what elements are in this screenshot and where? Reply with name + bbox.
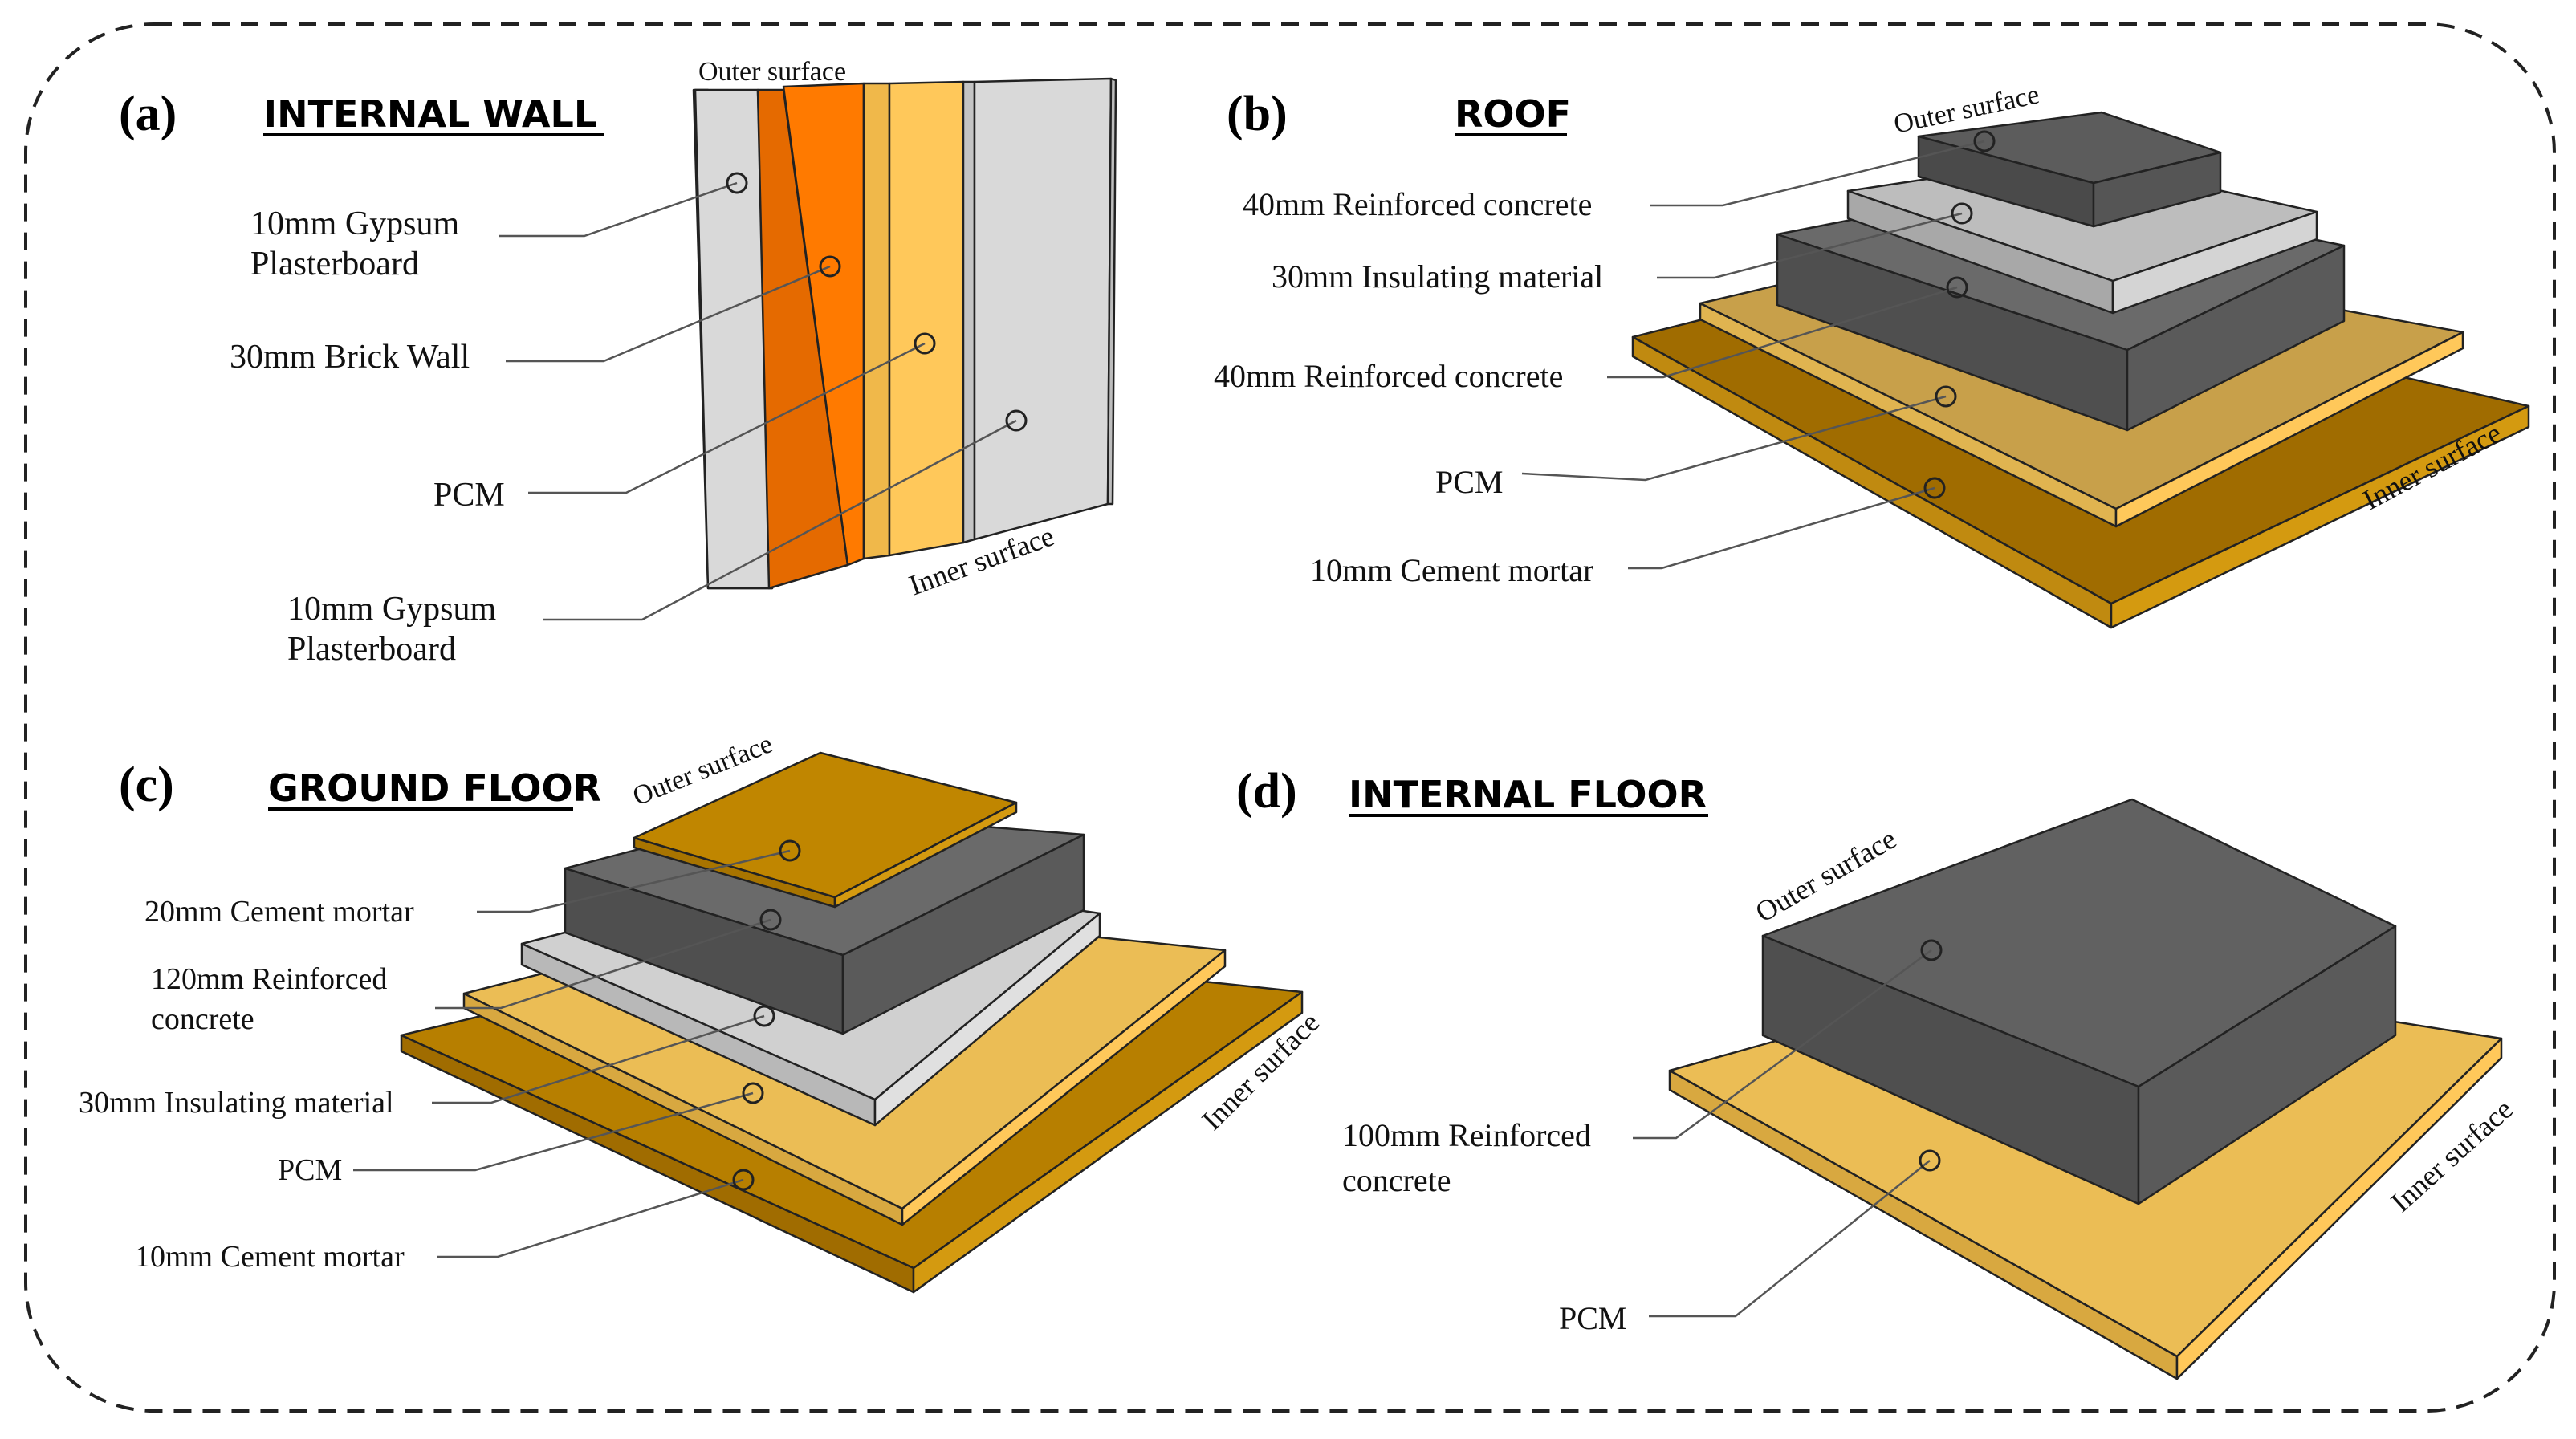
label-c-4: 30mm Insulating material — [79, 1086, 394, 1120]
label-d-2: concrete — [1342, 1162, 1451, 1198]
label-a-1: 10mm Gypsum — [250, 205, 460, 242]
panel-d-letter: (d) — [1236, 764, 1297, 819]
label-a-3: 30mm Brick Wall — [230, 339, 470, 376]
panel-c-letter: (c) — [119, 758, 174, 812]
panel-c-title: GROUND FLOOR — [268, 766, 601, 810]
label-c-6: 10mm Cement mortar — [135, 1240, 405, 1274]
label-a-5: 10mm Gypsum — [287, 591, 497, 628]
label-c-3: concrete — [151, 1002, 254, 1036]
marker-ground-cement-top — [779, 839, 801, 862]
marker-gypsum-outer — [726, 172, 748, 194]
panel-a-letter: (a) — [119, 87, 177, 141]
wall-gypsum-outer-layer — [692, 88, 774, 590]
wall-gypsum-inner-layer — [962, 77, 1117, 544]
marker-roof-concrete-top — [1973, 130, 1996, 152]
marker-ground-insulation — [753, 1005, 775, 1027]
label-b-1: 40mm Reinforced concrete — [1243, 186, 1592, 222]
label-c-5: PCM — [278, 1153, 342, 1187]
dashed-frame — [24, 22, 2556, 1413]
marker-roof-insulation — [1951, 202, 1973, 225]
label-a-6: Plasterboard — [287, 631, 456, 668]
marker-ground-cement-base — [732, 1169, 755, 1191]
label-b-3: 40mm Reinforced concrete — [1214, 358, 1563, 394]
label-b-2: 30mm Insulating material — [1272, 258, 1603, 295]
ground-cement-mortar-top-layer — [633, 751, 1018, 909]
marker-roof-pcm — [1935, 385, 1957, 408]
label-c-2: 120mm Reinforced — [151, 962, 387, 996]
panel-d-title: INTERNAL FLOOR — [1349, 773, 1707, 816]
marker-ground-concrete — [759, 909, 782, 931]
label-d-3: PCM — [1559, 1300, 1627, 1336]
label-b-5: 10mm Cement mortar — [1310, 552, 1593, 588]
marker-roof-concrete-lower — [1946, 276, 1968, 299]
label-b-4: PCM — [1435, 464, 1504, 500]
panel-d-internal-floor: (d) INTERNAL FLOOR Outer surface Inner s… — [1236, 764, 2519, 1380]
wall-brick-layer — [756, 82, 865, 590]
internal-floor-concrete-layer — [1761, 798, 2397, 1205]
panel-b-letter: (b) — [1227, 87, 1288, 141]
marker-ground-pcm — [742, 1082, 764, 1104]
panel-b-roof: (b) ROOF — [1214, 79, 2530, 629]
marker-internal-floor-concrete — [1920, 939, 1943, 961]
panel-a-internal-wall: (a) INTERNAL WALL Outer surface Inner su… — [119, 57, 1117, 668]
label-a-2: Plasterboard — [250, 246, 419, 283]
panel-b-title: ROOF — [1455, 92, 1571, 136]
label-a-4: PCM — [433, 477, 505, 514]
panel-a-outer-surface: Outer surface — [698, 57, 846, 87]
marker-roof-cement-mortar — [1923, 477, 1946, 499]
roof-concrete-top-layer — [1917, 111, 2222, 228]
label-d-1: 100mm Reinforced — [1342, 1117, 1591, 1153]
marker-brick — [819, 255, 841, 278]
wall-pcm-layer — [862, 80, 965, 560]
marker-internal-floor-pcm — [1919, 1149, 1941, 1172]
marker-pcm-wall — [914, 332, 936, 355]
panel-a-title: INTERNAL WALL — [263, 92, 597, 136]
panel-c-ground-floor: (c) GROUND FLOOR — [79, 729, 1325, 1294]
label-c-1: 20mm Cement mortar — [144, 895, 414, 929]
marker-gypsum-inner — [1005, 409, 1028, 432]
